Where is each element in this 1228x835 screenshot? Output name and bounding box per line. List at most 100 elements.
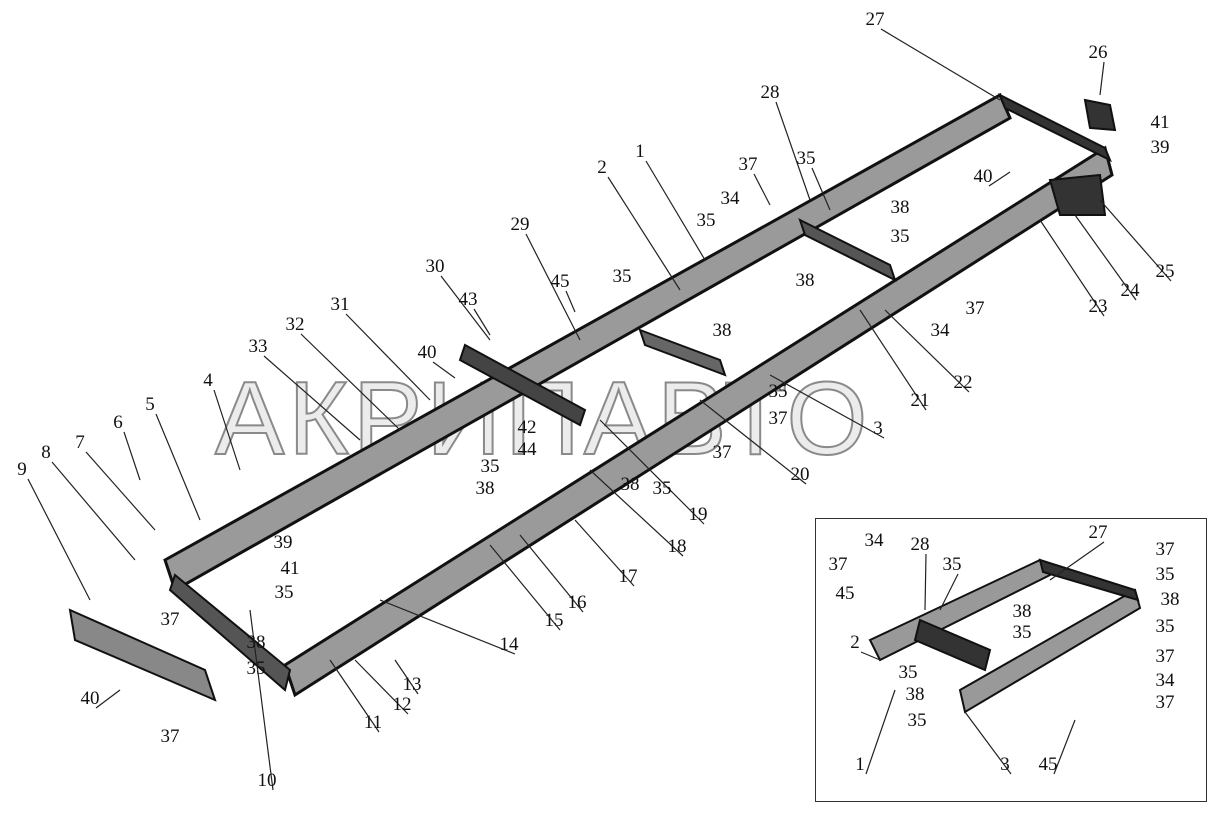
callout-label: 37 bbox=[1155, 691, 1175, 713]
callout-label: 28 bbox=[760, 81, 780, 103]
callout-label: 35 bbox=[480, 455, 500, 477]
leader-line bbox=[354, 659, 409, 715]
leader-line bbox=[589, 469, 684, 557]
right-side-rail bbox=[283, 145, 1114, 698]
callout-label: 35 bbox=[1155, 615, 1175, 637]
callout-label: 25 bbox=[1155, 260, 1175, 282]
callout-label: 35 bbox=[942, 553, 962, 575]
leader-line bbox=[27, 478, 91, 601]
callout-label: 39 bbox=[273, 531, 293, 553]
rear-cross-member bbox=[998, 92, 1112, 163]
callout-label: 35 bbox=[890, 225, 910, 247]
leader-line bbox=[753, 173, 771, 206]
callout-label: 35 bbox=[246, 657, 266, 679]
leader-line bbox=[95, 689, 121, 709]
front-cross-member bbox=[168, 573, 292, 692]
callout-label: 32 bbox=[285, 313, 305, 335]
callout-label: 38 bbox=[795, 269, 815, 291]
leader-line bbox=[440, 275, 491, 341]
callout-label: 12 bbox=[392, 693, 412, 715]
callout-label: 13 bbox=[402, 673, 422, 695]
leader-line bbox=[123, 431, 141, 481]
callout-label: 16 bbox=[567, 591, 587, 613]
leader-line bbox=[811, 167, 831, 211]
callout-label: 27 bbox=[1088, 521, 1108, 543]
callout-label: 26 bbox=[1088, 41, 1108, 63]
left-side-rail bbox=[163, 92, 1012, 593]
leader-line bbox=[1049, 541, 1105, 581]
callout-label: 37 bbox=[1155, 538, 1175, 560]
callout-label: 35 bbox=[652, 477, 672, 499]
callout-label: 24 bbox=[1120, 279, 1140, 301]
leader-line bbox=[394, 659, 419, 695]
leader-line bbox=[884, 309, 970, 393]
cross-member-28 bbox=[798, 218, 897, 282]
callout-label: 37 bbox=[1155, 645, 1175, 667]
callout-label: 28 bbox=[910, 533, 930, 555]
leader-line bbox=[85, 451, 156, 531]
callout-label: 34 bbox=[864, 529, 884, 551]
leader-line bbox=[574, 519, 635, 587]
callout-label: 18 bbox=[667, 535, 687, 557]
leader-line bbox=[599, 419, 705, 525]
callout-label: 37 bbox=[768, 407, 788, 429]
callout-label: 31 bbox=[330, 293, 350, 315]
cross-member-30 bbox=[458, 343, 587, 427]
callout-label: 45 bbox=[1038, 753, 1058, 775]
callout-label: 17 bbox=[618, 565, 638, 587]
leader-line bbox=[645, 160, 706, 261]
callout-label: 21 bbox=[910, 389, 930, 411]
callout-label: 35 bbox=[898, 661, 918, 683]
callout-label: 30 bbox=[425, 255, 445, 277]
leader-line bbox=[213, 389, 241, 471]
leader-line bbox=[155, 413, 201, 521]
callout-label: 40 bbox=[417, 341, 437, 363]
callout-label: 38 bbox=[620, 473, 640, 495]
leader-line bbox=[300, 333, 401, 431]
callout-label: 38 bbox=[1012, 600, 1032, 622]
leader-line bbox=[473, 308, 491, 336]
leader-line bbox=[345, 313, 431, 401]
middle-cross-member bbox=[638, 328, 727, 377]
leader-line bbox=[939, 573, 959, 611]
leader-line bbox=[1099, 61, 1105, 96]
callout-label: 37 bbox=[738, 153, 758, 175]
callout-label: 38 bbox=[246, 631, 266, 653]
callout-label: 1 bbox=[855, 753, 865, 775]
callout-label: 20 bbox=[790, 463, 810, 485]
callout-label: 42 bbox=[517, 416, 537, 438]
leader-line bbox=[51, 461, 136, 561]
leader-line bbox=[865, 689, 896, 775]
callout-label: 10 bbox=[257, 769, 277, 791]
leader-line bbox=[432, 361, 456, 379]
callout-label: 6 bbox=[113, 411, 123, 433]
callout-label: 5 bbox=[145, 393, 155, 415]
leader-line bbox=[859, 309, 927, 411]
callout-label: 34 bbox=[720, 187, 740, 209]
callout-label: 38 bbox=[890, 196, 910, 218]
callout-label: 39 bbox=[1150, 136, 1170, 158]
leader-line bbox=[607, 176, 681, 291]
callout-label: 44 bbox=[517, 438, 537, 460]
callout-label: 37 bbox=[712, 441, 732, 463]
leader-line bbox=[880, 28, 1001, 101]
callout-label: 45 bbox=[835, 582, 855, 604]
callout-label: 3 bbox=[873, 417, 883, 439]
callout-label: 35 bbox=[1155, 563, 1175, 585]
callout-label: 19 bbox=[688, 503, 708, 525]
tow-hook-24 bbox=[1048, 173, 1107, 216]
leader-line bbox=[860, 651, 881, 661]
callout-label: 41 bbox=[280, 557, 300, 579]
callout-label: 29 bbox=[510, 213, 530, 235]
callout-label: 2 bbox=[597, 156, 607, 178]
callout-label: 23 bbox=[1088, 295, 1108, 317]
leader-line bbox=[519, 534, 584, 613]
callout-label: 38 bbox=[905, 683, 925, 705]
callout-label: 9 bbox=[17, 458, 27, 480]
leader-line bbox=[1039, 219, 1105, 317]
callout-label: 38 bbox=[475, 477, 495, 499]
leader-line bbox=[775, 101, 811, 201]
front-bumper-9 bbox=[68, 608, 217, 702]
callout-label: 34 bbox=[930, 319, 950, 341]
